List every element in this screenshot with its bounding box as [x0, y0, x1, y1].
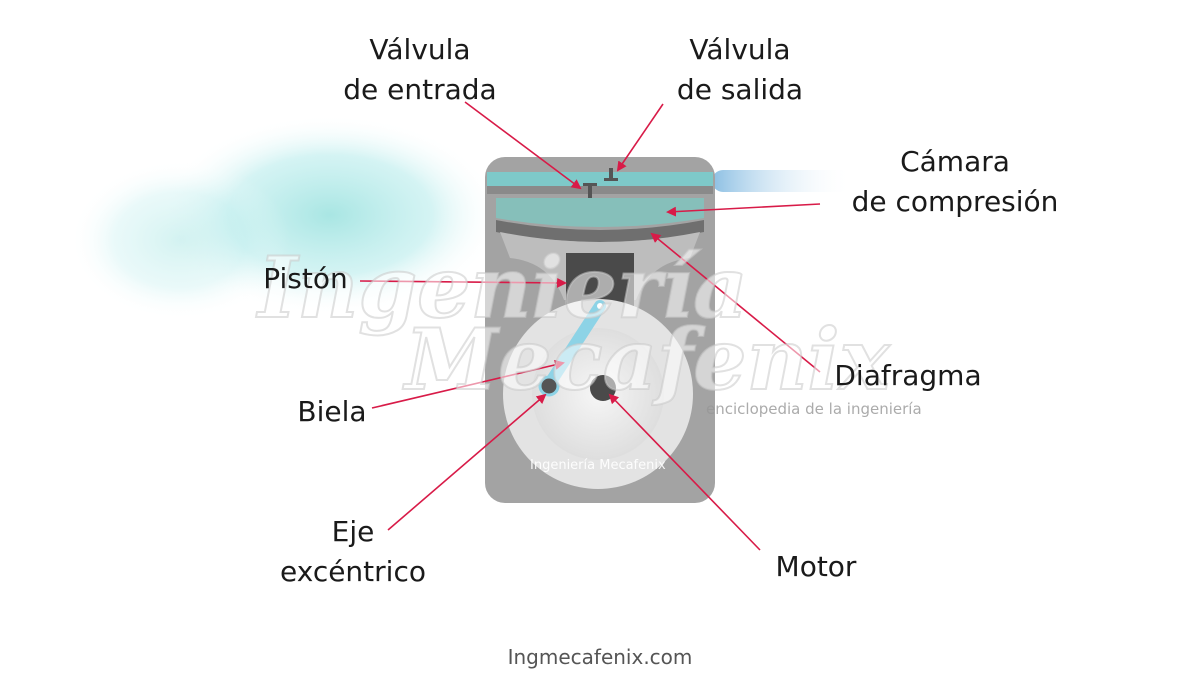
rod-pin	[597, 303, 603, 309]
label-valvula-salida: Válvula de salida	[676, 33, 804, 106]
watermark-line1: Ingeniería	[257, 237, 749, 338]
arrow-eje	[387, 393, 547, 531]
valve-channel-wall	[487, 186, 713, 194]
outlet-fluid-jet	[712, 170, 852, 192]
inlet-fluid-glow-left	[70, 160, 290, 320]
label-valvula-entrada: Válvula de entrada	[343, 33, 497, 106]
compression-chamber	[496, 198, 704, 227]
label-diafragma: Diafragma	[834, 359, 982, 392]
eccentric-shaft	[538, 375, 560, 397]
arrow-camara	[666, 203, 821, 217]
valve-channel	[487, 172, 713, 186]
arrow-diafragma	[650, 232, 821, 373]
label-biela: Biela	[297, 395, 367, 428]
arrow-valvula-salida	[616, 103, 664, 172]
label-motor: Motor	[775, 550, 857, 583]
label-eje: Eje excéntrico	[280, 515, 426, 588]
label-camara: Cámara de compresión	[851, 145, 1059, 218]
footer-site: Ingmecafenix.com	[507, 645, 693, 669]
watermark-tagline: enciclopedia de la ingeniería	[706, 400, 922, 418]
watermark-inner: Ingeniería Mecafenix	[530, 458, 666, 473]
callout-arrows	[359, 101, 821, 551]
outlet-valve-icon	[604, 168, 618, 181]
watermark-line2: Mecafenix	[404, 309, 891, 410]
label-piston: Pistón	[263, 262, 348, 295]
connecting-rod	[542, 300, 606, 392]
arrow-motor	[608, 393, 761, 551]
arrow-biela	[371, 359, 565, 409]
inlet-valve-icon	[583, 183, 597, 198]
arrow-piston	[359, 277, 567, 288]
arrow-valvula-entrada	[464, 101, 582, 190]
